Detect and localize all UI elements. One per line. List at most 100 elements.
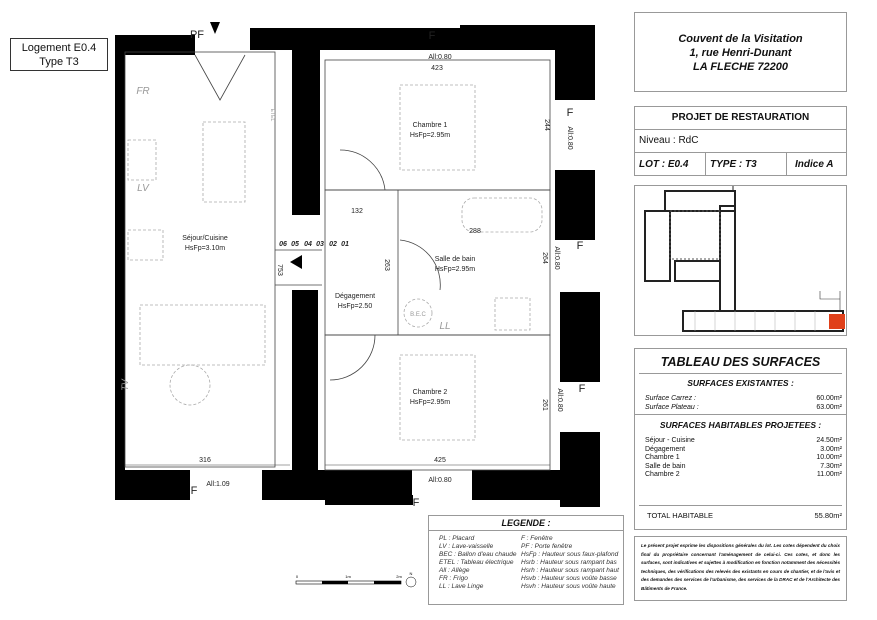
building [664, 190, 736, 212]
f-label: F [577, 240, 584, 252]
floor-plan: PF F All:0.80 423 Chambre 1 HsFp=2.95m 2… [115, 22, 600, 588]
surface-label: Séjour - Cuisine [645, 437, 695, 444]
projetees-title: SURFACES HABITABLES PROJETEES : [659, 420, 822, 430]
surface-row: Salle de bain 7.30m² [645, 463, 842, 472]
chambre2-outline [324, 334, 551, 471]
legend-item: Hsrh : Hauteur sous rampant haut [521, 567, 619, 574]
fixture-label: B.E.C [410, 312, 426, 318]
legend-item: ETEL : Tableau électrique [439, 559, 514, 566]
room-name: Chambre 1 [413, 122, 448, 129]
stair-step: 02 [329, 241, 337, 248]
stair-arrow-icon [290, 255, 302, 269]
walls [115, 25, 600, 507]
legend-item: LV : Lave-vaisselle [439, 543, 494, 550]
surface-label: Surface Plateau : [645, 404, 699, 411]
allege-label: All:0.80 [566, 126, 573, 149]
f-label: F [413, 497, 420, 509]
legend: LEGENDE : PL : Placard LV : Lave-vaissel… [428, 515, 624, 605]
door-swing [399, 239, 441, 291]
wall [555, 25, 595, 100]
stair-step: 01 [341, 241, 349, 248]
water-heater [403, 298, 433, 328]
fixture-label: TV [120, 378, 130, 390]
legend-item: FR : Frigo [439, 575, 468, 582]
stair-step: 04 [304, 241, 312, 248]
sink [127, 229, 164, 261]
wall [560, 292, 600, 382]
surface-row: Surface Carrez : 60.00m² [645, 394, 842, 403]
building [719, 205, 736, 312]
surface-value: 7.30m² [820, 462, 842, 470]
dimension: 244 [543, 119, 550, 131]
bed-chambre1 [399, 84, 476, 171]
f-label: F [567, 107, 574, 119]
building [682, 310, 844, 332]
entry-arrow-icon [210, 22, 220, 34]
legend-item: Hsrb : Hauteur sous rampant bas [521, 559, 617, 566]
allege-label: All:1.09 [206, 481, 229, 488]
dimension: 753 [276, 264, 283, 276]
surfaces-table: TABLEAU DES SURFACES SURFACES EXISTANTES… [634, 348, 847, 530]
dimension: 288 [469, 228, 481, 235]
f-label: F [579, 383, 586, 395]
address-line: 1, rue Henri-Dunant [689, 47, 792, 59]
disclaimer-note: Le présent projet exprime les dispositio… [634, 536, 847, 601]
surface-value: 63.00m² [816, 404, 842, 411]
dining-table [202, 121, 246, 203]
site-plan [634, 185, 847, 336]
door-swing-pf [194, 54, 246, 101]
surface-value: 11.00m² [816, 471, 842, 478]
niveau: Niveau : RdC [635, 130, 846, 153]
logement-label: Logement E0.4 Type T3 [10, 38, 108, 71]
dimension: 132 [351, 208, 363, 215]
surface-label: Chambre 1 [645, 454, 680, 461]
wall [115, 35, 195, 55]
room-name: Chambre 2 [413, 389, 448, 396]
legend-item: PF : Porte fenêtre [521, 543, 573, 550]
existantes-title: SURFACES EXISTANTES : [687, 378, 794, 388]
indice: Indice A [795, 159, 834, 170]
legend-item: HsFp : Hauteur sous faux-plafond [521, 551, 619, 558]
total-value: 55.80m² [814, 511, 842, 520]
fixture-label: LV [137, 183, 150, 194]
pf-label: PF [190, 29, 204, 41]
stair-step: 06 [279, 241, 287, 248]
legend-title: LEGENDE : [429, 516, 623, 531]
north-label: N [410, 571, 413, 576]
room-height: HsFp=2.95m [435, 266, 475, 273]
room-height: HsFp=3.10m [185, 245, 225, 252]
lot-highlight [829, 314, 845, 329]
north-arrow-icon [405, 576, 417, 588]
total-row: TOTAL HABITABLE 55.80m² [639, 505, 842, 520]
dimension: 264 [541, 252, 548, 264]
wall [292, 50, 320, 215]
legend-item: BEC : Ballon d'eau chaude [439, 551, 517, 558]
scale-label: 2m [396, 574, 402, 579]
fixture-label: LL [439, 321, 450, 332]
allege-label: All:0.80 [556, 388, 563, 411]
bed-chambre2 [399, 354, 476, 441]
surface-value: 60.00m² [816, 395, 842, 402]
wall [115, 35, 125, 480]
projet-box: PROJET DE RESTAURATION Niveau : RdC LOT … [634, 106, 847, 176]
room-name: Salle de bain [435, 256, 476, 263]
wall [115, 470, 190, 500]
sejour-outline [124, 51, 276, 468]
dimension: 423 [431, 65, 443, 72]
legend-item: F : Fenêtre [521, 535, 553, 542]
door-swing [329, 334, 376, 381]
f-label: F [191, 485, 198, 497]
legend-item: LL : Lave Linge [439, 583, 484, 590]
fixture-label: FR [136, 86, 149, 97]
surface-label: Salle de bain [645, 462, 686, 470]
logement-type: Type T3 [39, 56, 79, 68]
scale-label: 1m [345, 574, 351, 579]
projet-title: PROJET DE RESTAURATION [635, 107, 846, 130]
surface-label: Surface Carrez : [645, 395, 696, 402]
room-name: Dégagement [335, 293, 375, 300]
legend-item: All : Allège [439, 567, 470, 574]
total-label: TOTAL HABITABLE [647, 511, 713, 520]
